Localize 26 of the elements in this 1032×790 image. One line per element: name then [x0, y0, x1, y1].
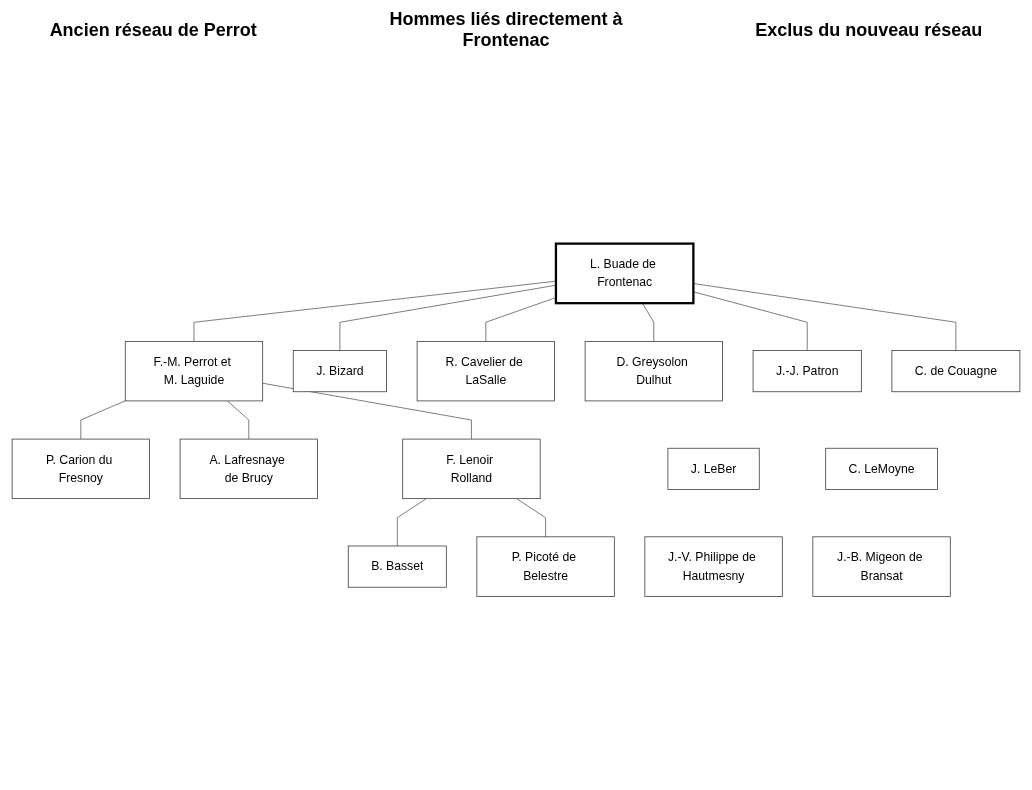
- group-heading: Exclus du nouveau réseau: [755, 19, 983, 41]
- node-box: C. LeMoyne: [825, 447, 938, 490]
- node-box: D. Greysolon Dulhut: [584, 341, 723, 402]
- group-heading: Ancien réseau de Perrot: [49, 19, 257, 41]
- node-box: A. Lafresnaye de Brucy: [179, 438, 318, 499]
- node-box: P. Picoté de Belestre: [476, 536, 615, 597]
- node-box: B. Basset: [347, 545, 447, 588]
- node-box: J. LeBer: [667, 447, 760, 490]
- connector: [516, 498, 546, 538]
- connector: [396, 498, 427, 547]
- node-box: J. Bizard: [292, 350, 387, 393]
- node-box: J.-V. Philippe de Hautmesny: [644, 536, 783, 597]
- node-box: R. Cavelier de LaSalle: [416, 341, 555, 402]
- node-box: J.-J. Patron: [752, 350, 862, 393]
- connector: [693, 283, 957, 351]
- node-box: L. Buade de Frontenac: [554, 242, 695, 305]
- node-box: P. Carion du Fresnoy: [11, 438, 150, 499]
- connector: [80, 400, 126, 440]
- node-box: F.-M. Perrot et M. Laguide: [124, 341, 264, 402]
- connector: [693, 291, 808, 351]
- node-box: C. de Couagne: [891, 350, 1021, 393]
- connector: [227, 400, 250, 440]
- node-box: J.-B. Migeon de Bransat: [812, 536, 951, 597]
- node-box: F. Lenoir Rolland: [402, 438, 541, 499]
- connector: [262, 382, 472, 440]
- group-heading: Hommes liés directement à Frontenac: [388, 9, 624, 51]
